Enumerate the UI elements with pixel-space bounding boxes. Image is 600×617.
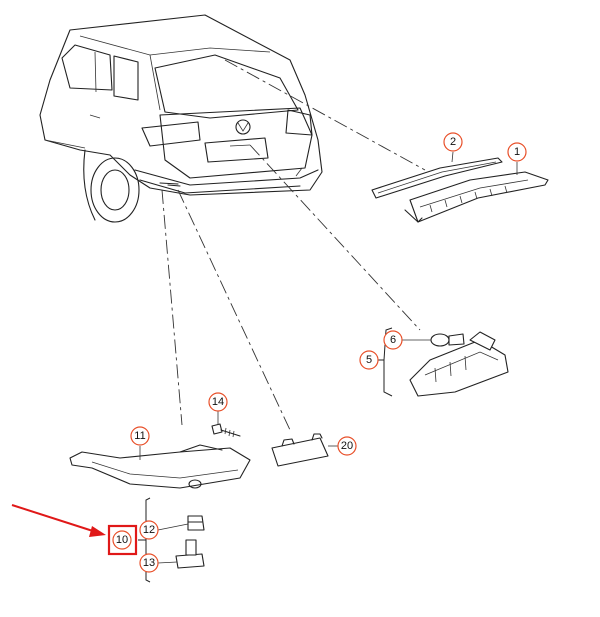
part-12-bulb [187, 515, 205, 531]
svg-text:5: 5 [366, 354, 372, 366]
part-13-bulb-holder [175, 539, 205, 569]
callout-14[interactable]: 14 [208, 392, 228, 424]
callout-20[interactable]: 20 [328, 436, 357, 456]
svg-text:1: 1 [514, 146, 520, 158]
callout-6[interactable]: 6 [383, 330, 431, 350]
part-5-plate-lamp [409, 331, 509, 397]
highlight-box [107, 524, 138, 556]
part-11-rear-lamp [69, 444, 251, 489]
part-6-bulb [430, 333, 465, 347]
svg-text:14: 14 [212, 396, 224, 408]
callout-1[interactable]: 1 [507, 142, 527, 175]
svg-text:10: 10 [116, 534, 128, 546]
callout-13[interactable]: 13 [139, 553, 178, 573]
svg-text:13: 13 [143, 557, 155, 569]
svg-text:20: 20 [341, 440, 353, 452]
part-20-reflector [271, 433, 329, 467]
callout-12[interactable]: 12 [139, 520, 189, 540]
svg-text:12: 12 [143, 524, 155, 536]
callout-11[interactable]: 11 [130, 426, 150, 460]
callout-5[interactable]: 5 [359, 350, 379, 370]
highlight-marker [11, 504, 138, 556]
callouts: 1 2 5 6 10 11 12 [112, 132, 527, 573]
part-2-trim-strip [371, 157, 503, 199]
highlight-arrow [11, 504, 97, 533]
leader-lines [161, 59, 426, 431]
svg-text:6: 6 [390, 334, 396, 346]
svg-text:11: 11 [134, 430, 145, 442]
svg-text:2: 2 [450, 136, 456, 148]
part-14-screw [211, 423, 241, 438]
callout-10[interactable]: 10 [112, 530, 132, 550]
vehicle-illustration [39, 14, 323, 223]
part-1-brake-light [404, 171, 549, 223]
callout-2[interactable]: 2 [443, 132, 463, 163]
highlight-arrow-head [89, 526, 106, 537]
